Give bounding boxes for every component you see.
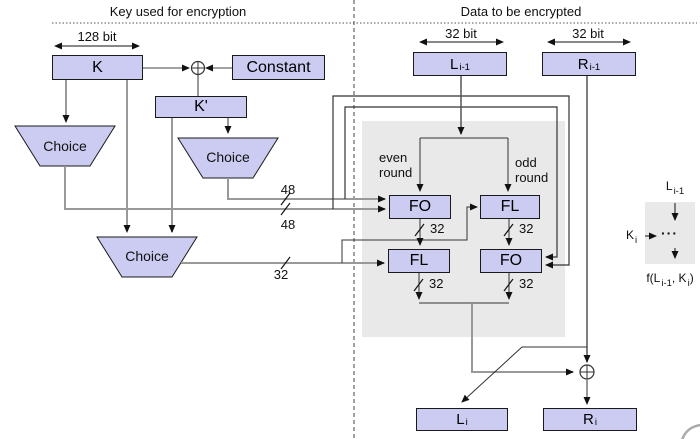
wire-rprev-to-lnext — [461, 346, 587, 403]
f-input-label: Li-1 — [645, 179, 700, 197]
fl-odd-box: FL — [480, 195, 540, 219]
k-box: K — [52, 55, 143, 80]
l-prev-sub: i-1 — [459, 61, 470, 73]
xor-top-icon — [190, 60, 206, 76]
label-32bit-left: 32 bit — [445, 26, 477, 41]
bus-width-slashes — [280, 192, 514, 292]
routing-outer-to-fo-odd — [332, 95, 570, 269]
choice-mid-trapezoid — [177, 137, 279, 179]
label-48-lower: 48 — [280, 217, 296, 232]
label-48-upper: 48 — [280, 182, 296, 197]
r-next-sub: i — [594, 417, 597, 429]
f-input-base: L — [665, 179, 673, 193]
f-key-sub: i — [635, 234, 638, 246]
even-round-label: even round — [379, 150, 413, 180]
constant-box: Constant — [232, 55, 325, 80]
label-32-left: 32 — [273, 267, 289, 282]
label-32-fo-odd: 32 — [519, 276, 534, 291]
routing-inner-to-fo-odd — [344, 106, 558, 261]
choice-top-trapezoid — [14, 125, 116, 167]
label-32-fl-even: 32 — [429, 276, 444, 291]
section-title-data: Data to be encrypted — [460, 4, 582, 19]
l-next-base: L — [456, 411, 465, 428]
label-32bit-right: 32 bit — [572, 26, 604, 41]
label-32-fo-even: 32 — [430, 221, 445, 236]
f-key-label: Ki — [626, 228, 638, 246]
fo-odd-box: FO — [480, 249, 542, 273]
l-next-sub: i — [465, 417, 468, 429]
choice-mid-label: Choice — [206, 149, 250, 165]
f-input-sub: i-1 — [673, 185, 685, 197]
wire-f-output-to-xor — [471, 303, 574, 376]
f-out-s2: i — [687, 277, 690, 289]
k-prime-box: K' — [155, 96, 247, 118]
corner-logo-curve — [681, 423, 700, 439]
choice-bottom-trapezoid — [96, 236, 198, 278]
f-out-p1: f(L — [646, 271, 661, 285]
choice-bottom-label: Choice — [125, 248, 169, 264]
fo-even-box: FO — [389, 195, 451, 219]
r-next-base: R — [583, 411, 594, 428]
round-function-panel — [362, 121, 565, 337]
odd-round-label: odd round — [515, 155, 549, 185]
l-prev-base: L — [450, 55, 459, 73]
bus-48-upper — [227, 178, 386, 203]
r-prev-base: R — [577, 55, 589, 73]
section-title-key: Key used for encryption — [109, 4, 247, 19]
xor-bottom-icon — [579, 364, 595, 380]
label-128bit: 128 bit — [77, 29, 117, 44]
choice-top-label: Choice — [43, 138, 87, 154]
f-ellipsis: ··· — [661, 225, 678, 241]
r-prev-sub: i-1 — [589, 61, 601, 73]
fl-even-box: FL — [388, 249, 450, 273]
f-key-base: K — [626, 228, 635, 242]
f-out-s1: i-1 — [661, 277, 672, 289]
f-output-label: f(Li-1, Ki) — [629, 271, 700, 289]
f-out-p3: ) — [689, 271, 694, 285]
label-32-fl-odd: 32 — [519, 221, 534, 236]
f-out-p2: , K — [671, 271, 687, 285]
routing-32-to-fl-odd — [341, 203, 478, 263]
bus-48-lower — [64, 166, 386, 213]
